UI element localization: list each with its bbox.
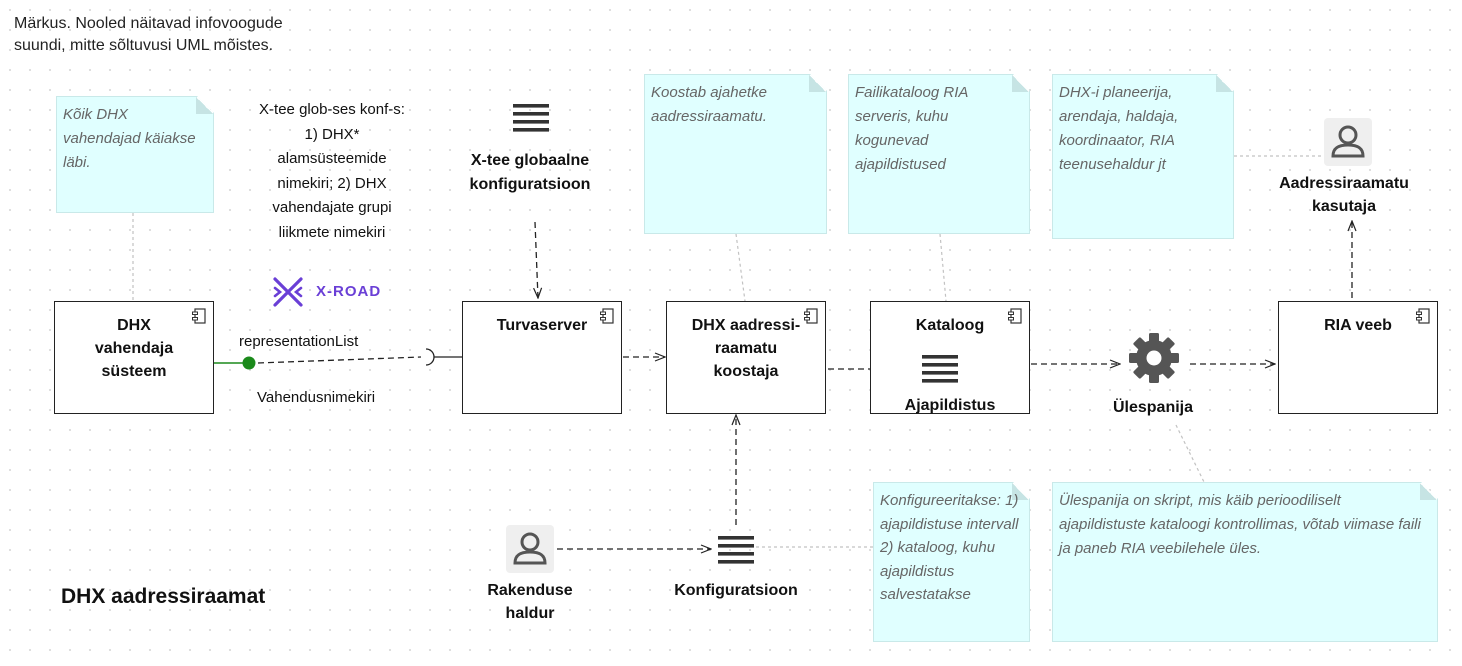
- note-text: Ülespanija on skript, mis käib perioodil…: [1059, 492, 1421, 557]
- interface-connector: [213, 348, 462, 370]
- note-roles: DHX-i planeerija, arendaja, haldaja, koo…: [1052, 74, 1234, 239]
- snapshot-label: Ajapildistus: [904, 397, 996, 414]
- remark-line-2: suundi, mitte sõltuvusi UML mõistes.: [14, 37, 274, 54]
- remark: Märkus. Nooled näitavad infovoogude suun…: [14, 13, 283, 57]
- gear-icon: [1129, 333, 1179, 383]
- component-label: DHX aadressi-raamatu koostaja: [691, 317, 801, 380]
- artifact-icon: [718, 536, 754, 564]
- component-label: DHX vahendaja süsteem: [94, 317, 174, 380]
- note-uploader: Ülespanija on skript, mis käib perioodil…: [1052, 482, 1438, 642]
- uploader-label: Ülespanija: [1112, 399, 1194, 416]
- artifact-icon: [922, 355, 958, 383]
- component-icon: [1008, 308, 1022, 324]
- component-dhx-system[interactable]: DHX vahendaja süsteem: [54, 301, 214, 414]
- component-icon: [192, 308, 206, 324]
- remark-line-1: Märkus. Nooled näitavad infovoogude: [14, 15, 283, 32]
- xroad-logo-icon: [273, 277, 303, 307]
- artifact-icon: [513, 104, 549, 132]
- note-catalog: Failikataloog RIA serveris, kuhu kogunev…: [848, 74, 1030, 234]
- diagram-title: DHX aadressiraamat: [61, 585, 266, 608]
- xtee-config-description: X-tee glob-ses konf-s: 1) DHX* alamsüste…: [259, 101, 405, 241]
- note-text: Koostab ajahetke aadressiraamatu.: [651, 84, 767, 125]
- component-security-server[interactable]: Turvaserver: [462, 301, 622, 414]
- component-icon: [804, 308, 818, 324]
- component-ria-web[interactable]: RIA veeb: [1278, 301, 1438, 414]
- component-label: Turvaserver: [496, 317, 588, 334]
- note-text: Kõik DHX vahendajad käiakse läbi.: [63, 106, 196, 171]
- note-text: DHX-i planeerija, arendaja, haldaja, koo…: [1059, 84, 1179, 173]
- xroad-logo: X-ROAD: [271, 275, 391, 309]
- component-icon: [600, 308, 614, 324]
- note-anchor-lines: [132, 155, 1322, 548]
- component-catalog[interactable]: Kataloog Ajapildistus: [870, 301, 1030, 414]
- person-icon: [1324, 118, 1372, 166]
- component-address-builder[interactable]: DHX aadressi-raamatu koostaja: [666, 301, 826, 414]
- xtee-global-config-label: X-tee globaalne konfiguratsioon: [469, 152, 591, 193]
- configuration-label: Konfiguratsioon: [674, 582, 798, 599]
- address-book-user-label: Aadressiraamatu kasutaja: [1279, 175, 1409, 215]
- person-icon: [506, 525, 554, 573]
- component-label: Kataloog: [915, 317, 985, 334]
- interface-label: Vahendusnimekiri: [257, 389, 376, 406]
- note-configuration: Konfigureeritakse: 1) ajapildistuse inte…: [873, 482, 1030, 642]
- note-text: Konfigureeritakse: 1) ajapildistuse inte…: [880, 492, 1019, 603]
- interface-name: representationList: [239, 333, 359, 350]
- component-icon: [1416, 308, 1430, 324]
- note-builder: Koostab ajahetke aadressiraamatu.: [644, 74, 827, 234]
- xroad-logo-text: X-ROAD: [316, 283, 382, 300]
- component-label: RIA veeb: [1324, 317, 1392, 334]
- app-admin-label: Rakenduse haldur: [487, 582, 573, 622]
- note-text: Failikataloog RIA serveris, kuhu kogunev…: [855, 84, 968, 173]
- note-dhx-intermediaries: Kõik DHX vahendajad käiakse läbi.: [56, 96, 214, 213]
